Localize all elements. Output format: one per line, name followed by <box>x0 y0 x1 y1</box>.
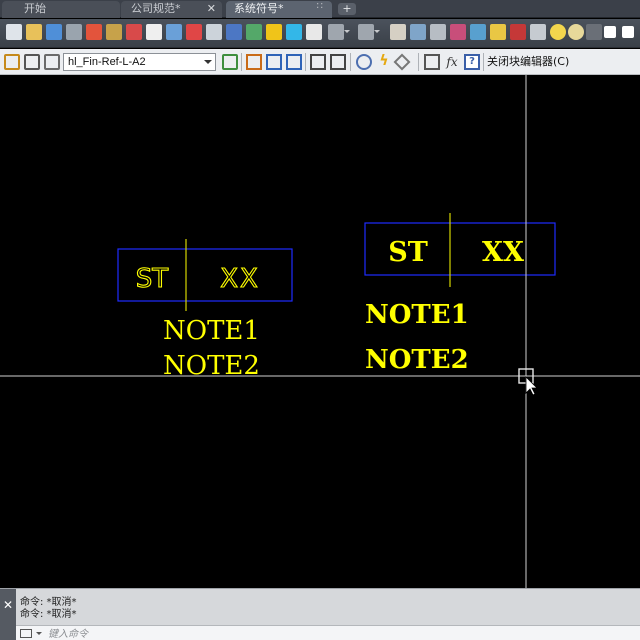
block-editor-toolbar: hl_Fin-Ref-L-A2 ϟ fx ? 关闭块编辑器(C) <box>0 49 640 75</box>
tab-company-standards[interactable]: 公司规范* ✕ <box>121 1 222 18</box>
test-block-icon[interactable] <box>222 54 238 70</box>
tab-system-symbols-label: 系统符号* <box>234 2 284 15</box>
attribute-definition-icon[interactable] <box>424 54 440 70</box>
linetype-icon[interactable] <box>510 24 526 40</box>
toolbar-separator <box>241 53 242 71</box>
lineweight-icon[interactable] <box>530 24 546 40</box>
hatch-icon[interactable] <box>286 24 302 40</box>
block-icon[interactable] <box>166 24 182 40</box>
color-icon[interactable] <box>490 24 506 40</box>
command-input-row <box>16 625 640 640</box>
properties-icon[interactable] <box>126 24 142 40</box>
save-block-as-icon[interactable] <box>44 54 60 70</box>
layer-on-icon[interactable] <box>550 24 566 40</box>
block-name-value: hl_Fin-Ref-L-A2 <box>68 56 146 68</box>
pan-icon[interactable] <box>450 24 466 40</box>
open-icon[interactable] <box>26 24 42 40</box>
insert-icon[interactable] <box>186 24 202 40</box>
tag-left-st: ST <box>136 264 169 294</box>
orbit-icon[interactable] <box>470 24 486 40</box>
note1-right: NOTE1 <box>365 300 469 330</box>
note1-left: NOTE1 <box>163 316 260 346</box>
tag-right-frame <box>364 222 556 276</box>
command-prompt-icon[interactable] <box>20 629 42 638</box>
save-icon[interactable] <box>46 24 62 40</box>
command-history-line: 命令: *取消* <box>20 597 77 608</box>
fx-parameters-icon[interactable]: fx <box>446 55 458 69</box>
text-style-icon[interactable] <box>146 24 162 40</box>
close-block-editor-button[interactable]: 关闭块编辑器(C) <box>487 55 570 68</box>
toolbar-separator <box>418 53 419 71</box>
layer-name-icon[interactable] <box>622 26 634 38</box>
view-icon[interactable] <box>226 24 242 40</box>
new-icon[interactable] <box>6 24 22 40</box>
table-icon[interactable] <box>206 24 222 40</box>
close-tab-icon[interactable]: ✕ <box>206 2 216 15</box>
layer-lock-icon[interactable] <box>586 24 602 40</box>
command-line-grip[interactable]: ✕ <box>0 589 16 640</box>
layer-color-icon[interactable] <box>604 26 616 38</box>
save-as-icon[interactable] <box>66 24 82 40</box>
parameter-manager-icon[interactable] <box>266 54 282 70</box>
constraint-icon[interactable] <box>393 53 411 71</box>
command-input[interactable] <box>48 627 628 640</box>
dimension-icon[interactable] <box>246 24 262 40</box>
new-tab-button[interactable]: + <box>338 3 356 15</box>
mouse-pointer-icon <box>525 376 538 396</box>
chevron-down-icon <box>204 60 212 68</box>
layer-icon[interactable] <box>106 24 122 40</box>
drawing-svg: ST XX NOTE1 NOTE2 ST XX NOTE1 NOTE2 <box>0 75 640 588</box>
actions-icon[interactable]: ϟ <box>379 53 389 69</box>
save-block-icon[interactable] <box>24 54 40 70</box>
edit-block-icon[interactable] <box>4 54 20 70</box>
layout-icon[interactable] <box>306 24 322 40</box>
redo-icon[interactable] <box>358 24 380 40</box>
block-name-select[interactable]: hl_Fin-Ref-L-A2 <box>63 53 216 71</box>
authoring-palettes-icon[interactable] <box>246 54 262 70</box>
help-icon[interactable]: ? <box>464 54 480 70</box>
tab-options-icon[interactable]: ∷ <box>316 1 324 12</box>
plot-icon[interactable] <box>86 24 102 40</box>
tag-left-frame <box>117 248 293 302</box>
toolbar-separator <box>350 53 351 71</box>
drawing-canvas[interactable]: ST XX NOTE1 NOTE2 ST XX NOTE1 NOTE2 <box>0 75 640 588</box>
zoom-icon[interactable] <box>430 24 446 40</box>
match-properties-icon[interactable] <box>390 24 406 40</box>
layer-thaw-icon[interactable] <box>568 24 584 40</box>
command-line-panel: ✕ 命令: *取消* 命令: *取消* <box>0 588 640 640</box>
tab-company-standards-label: 公司规范* <box>131 2 181 15</box>
toolbar-separator <box>305 53 306 71</box>
close-icon[interactable]: ✕ <box>3 598 14 612</box>
attribute-manager-icon[interactable] <box>286 54 302 70</box>
tag-symbol-right[interactable]: ST XX <box>364 213 556 287</box>
visibility-icon[interactable] <box>356 54 372 70</box>
undo-icon[interactable] <box>328 24 350 40</box>
toolbar-separator <box>483 53 484 71</box>
tab-system-symbols[interactable]: 系统符号* ∷ <box>226 1 332 18</box>
tag-symbol-left[interactable]: ST XX <box>117 239 293 311</box>
command-history-line: 命令: *取消* <box>20 609 77 620</box>
tag-right-xx: XX <box>482 237 524 268</box>
document-tab-bar: 开始 公司规范* ✕ 系统符号* ∷ + <box>0 0 640 18</box>
tab-start[interactable]: 开始 <box>2 1 120 18</box>
tag-left-xx: XX <box>220 264 260 294</box>
tab-start-label: 开始 <box>24 2 46 15</box>
note2-right: NOTE2 <box>365 345 469 375</box>
lookup-table-icon[interactable] <box>330 54 346 70</box>
tag-right-st: ST <box>388 237 428 268</box>
measure-icon[interactable] <box>410 24 426 40</box>
quick-access-toolbar <box>0 19 640 48</box>
point-parameter-icon[interactable] <box>310 54 326 70</box>
text-icon[interactable] <box>266 24 282 40</box>
